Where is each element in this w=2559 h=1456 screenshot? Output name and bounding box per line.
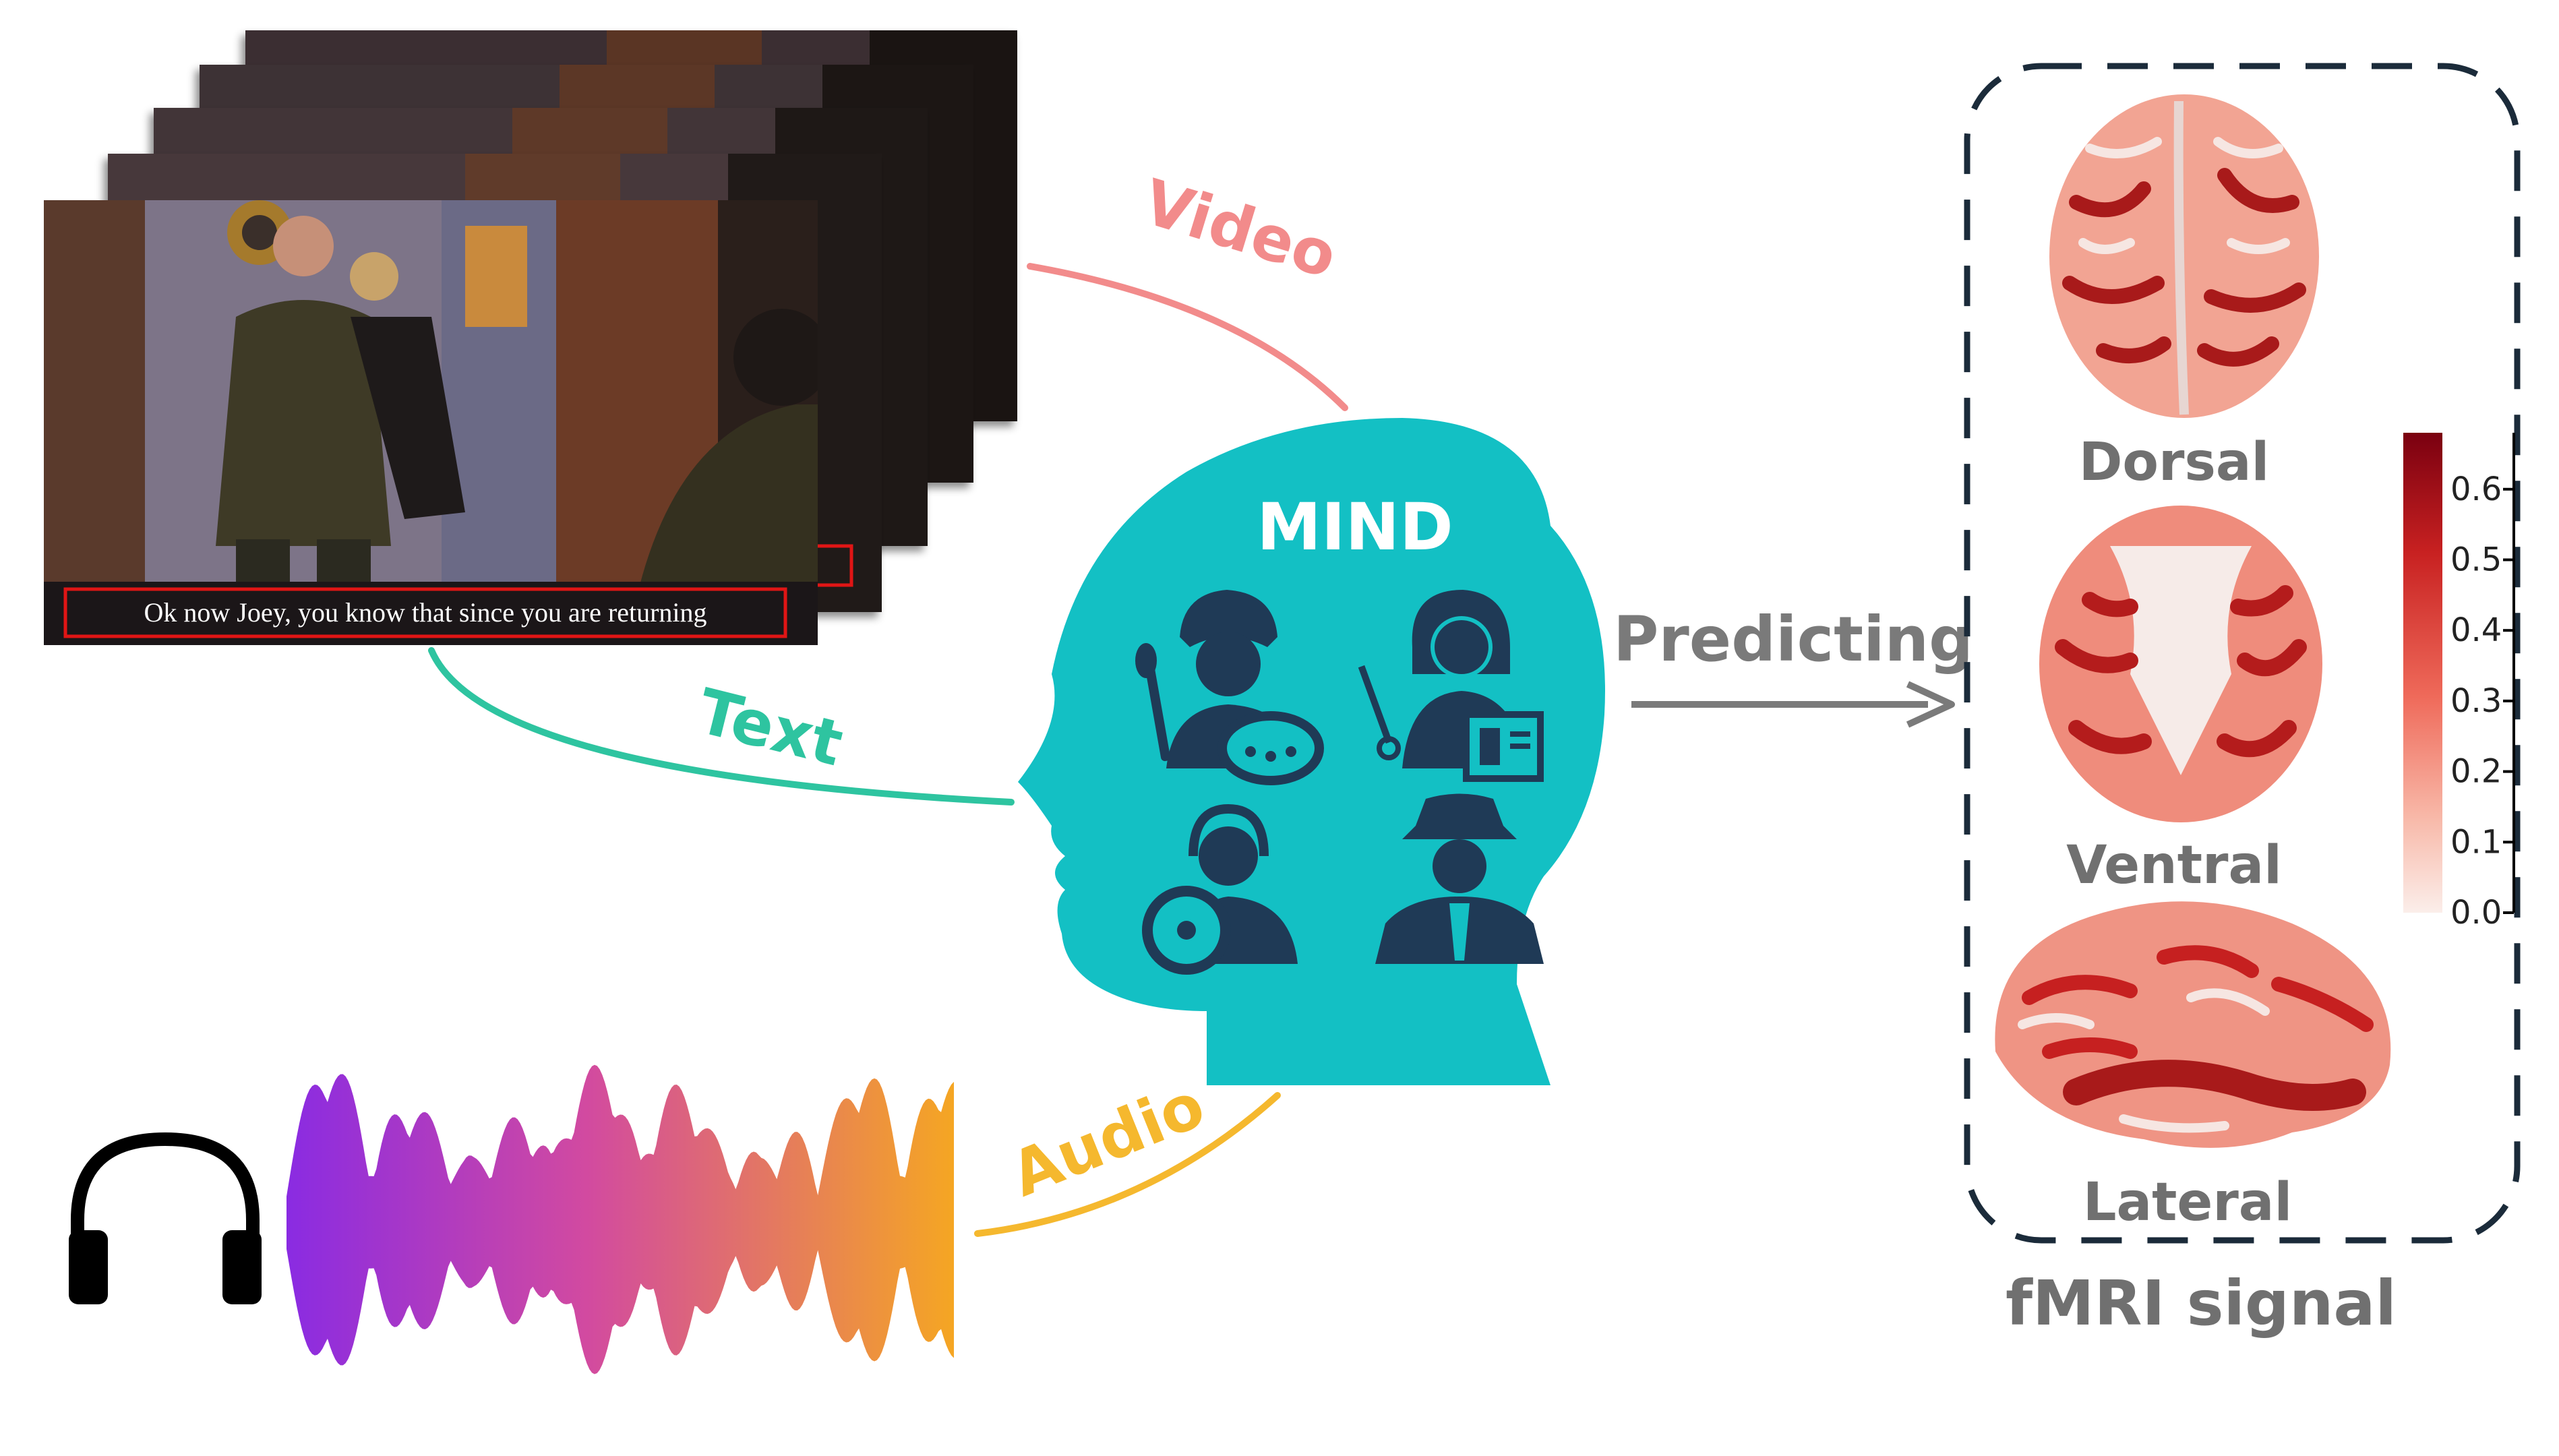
waveform-shape	[287, 1064, 954, 1374]
audio-label: Audio	[1001, 1069, 1214, 1211]
text-label: Text	[691, 675, 850, 780]
view-label-lateral: Lateral	[2083, 1172, 2292, 1233]
predicting-arrow	[1631, 681, 1955, 728]
colorbar-tick-label: 0.6	[2450, 471, 2502, 508]
video-frame-front	[44, 200, 818, 645]
headphones-icon	[69, 1132, 262, 1304]
subtitle-text: Ok now Joey, you know that since you are…	[144, 597, 707, 628]
view-label-ventral: Ventral	[2066, 835, 2282, 896]
audio-waveform	[287, 1064, 954, 1374]
view-label-dorsal: Dorsal	[2079, 432, 2270, 493]
colorbar-tick-label: 0.3	[2450, 682, 2502, 720]
brain-ventral	[2039, 506, 2322, 822]
fmri-panel-border	[1964, 63, 2521, 1244]
teacher-icon	[1358, 590, 1544, 782]
subtitle-highlight-box	[63, 587, 787, 638]
listener-icon	[1142, 803, 1298, 975]
detective-icon	[1375, 793, 1544, 964]
subtitle-bar	[44, 582, 818, 645]
video-connector	[1027, 263, 1348, 411]
colorbar-ticks: 0.6 0.5 0.4 0.3 0.2 0.1 0.0	[2450, 433, 2515, 932]
colorbar-tick-label: 0.0	[2450, 894, 2502, 932]
colorbar-tick-label: 0.2	[2450, 753, 2502, 791]
colorbar	[2403, 433, 2442, 913]
audio-connector	[974, 1092, 1281, 1237]
text-connector	[428, 647, 1015, 806]
video-label: Video	[1135, 166, 1345, 293]
head-title: MIND	[1257, 489, 1453, 565]
colorbar-tick-label: 0.1	[2450, 823, 2502, 861]
brain-lateral	[1995, 901, 2391, 1148]
fmri-caption: fMRI signal	[2006, 1267, 2397, 1339]
brain-dorsal	[2049, 94, 2319, 418]
artist-icon	[1135, 590, 1324, 785]
colorbar-tick-label: 0.4	[2450, 611, 2502, 649]
colorbar-tick-label: 0.5	[2450, 541, 2502, 578]
video-frame-stack: Ok now Joey, you know that since you are…	[44, 30, 1017, 645]
predicting-label: Predicting	[1613, 603, 1973, 675]
